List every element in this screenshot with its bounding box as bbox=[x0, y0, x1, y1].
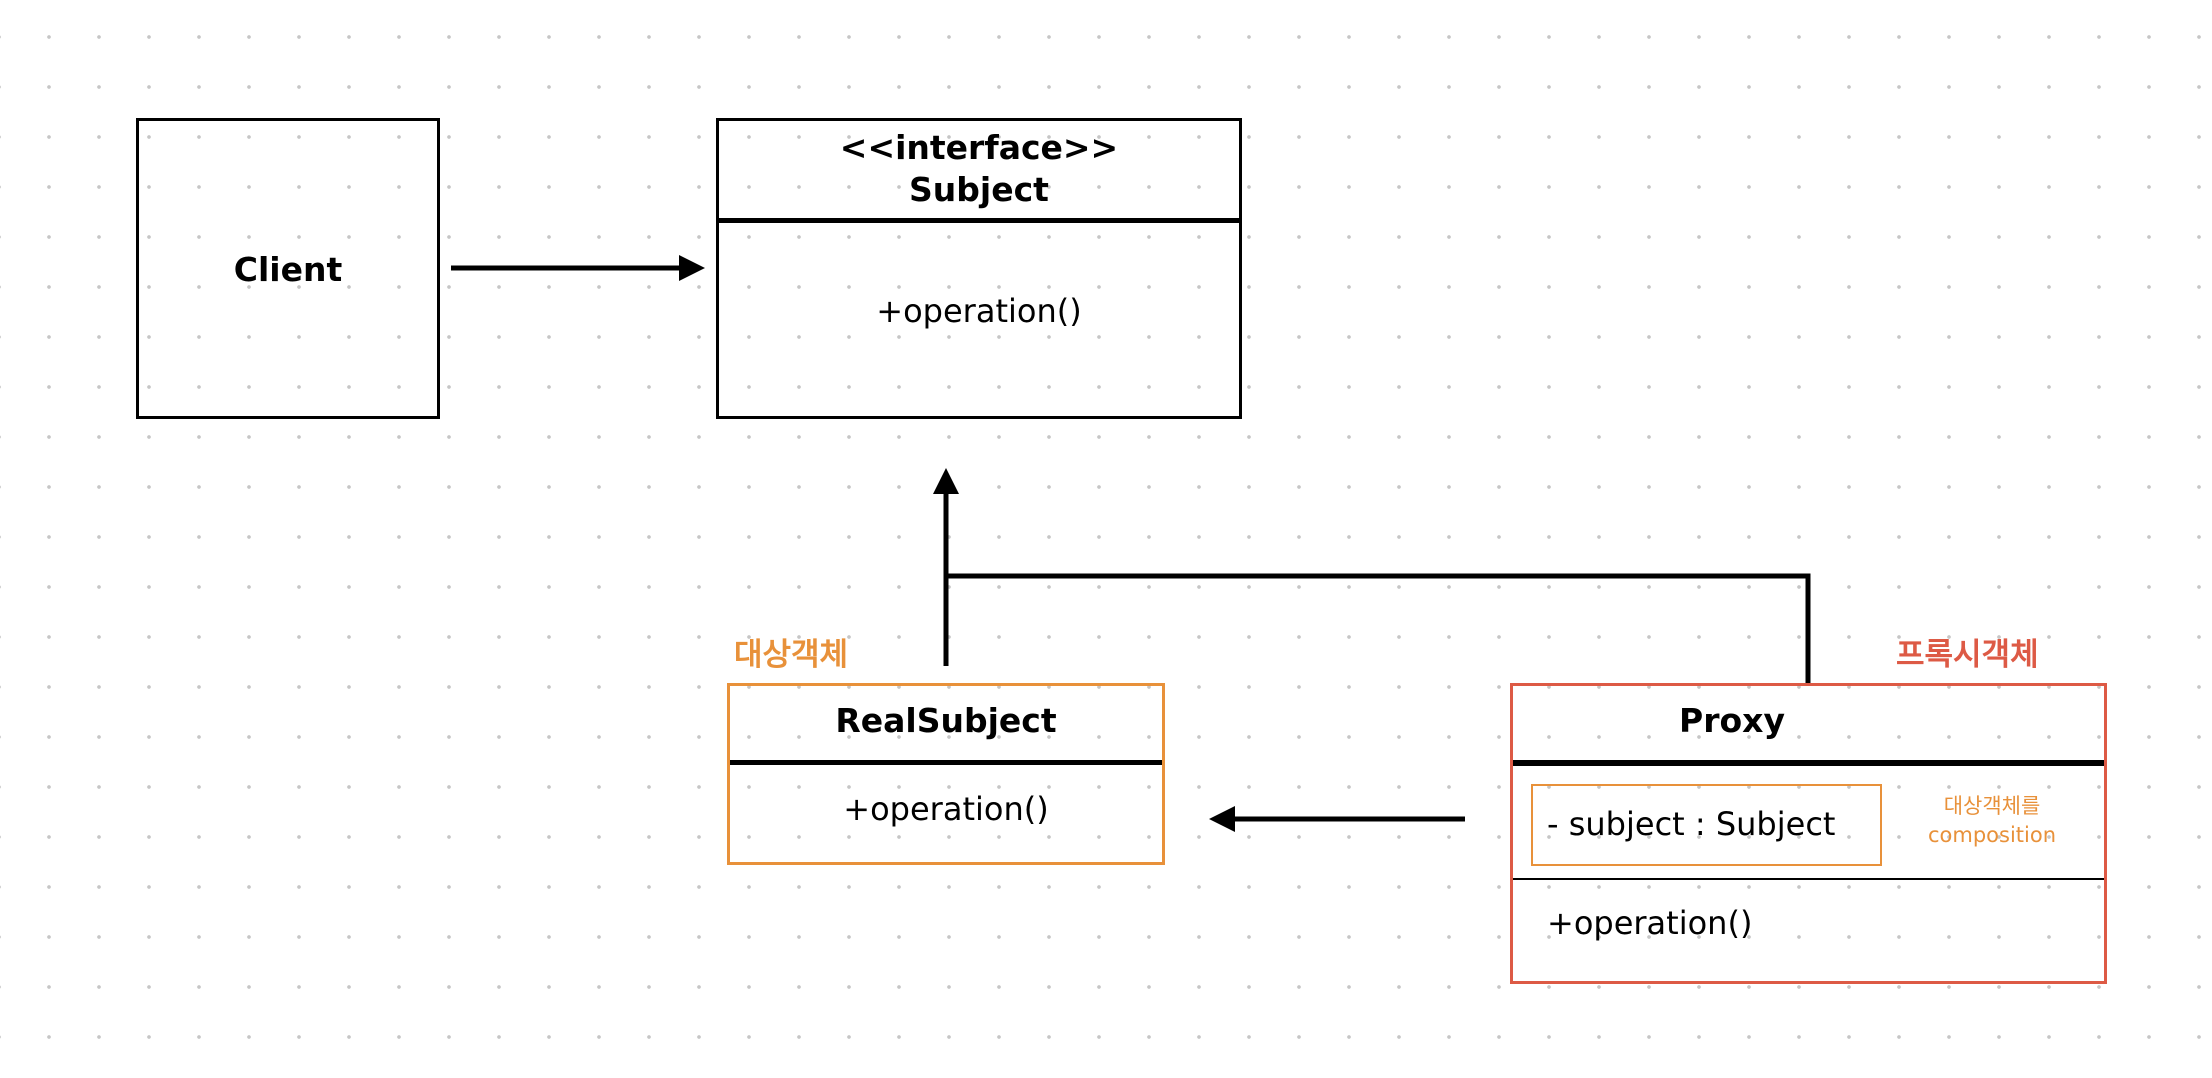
proxy-field-divider bbox=[1513, 878, 2104, 880]
subject-interface-box: <<interface>> Subject +operation() bbox=[716, 118, 1242, 419]
real-subject-divider bbox=[730, 760, 1162, 765]
proxy-field-note: 대상객체를 composition bbox=[1905, 792, 2079, 850]
subject-stereotype: <<interface>> bbox=[839, 128, 1119, 167]
proxy-field-highlight: - subject : Subject bbox=[1531, 784, 1882, 866]
real-subject-method: +operation() bbox=[843, 790, 1049, 828]
proxy-class-box: Proxy - subject : Subject 대상객체를 composit… bbox=[1510, 683, 2107, 984]
proxy-field-note-line2: composition bbox=[1927, 823, 2057, 847]
proxy-tag: 프록시객체 bbox=[1896, 637, 2039, 673]
proxy-class-name: Proxy bbox=[1679, 701, 1785, 740]
real-subject-class-name: RealSubject bbox=[835, 701, 1057, 740]
real-subject-class-box: RealSubject +operation() bbox=[727, 683, 1165, 865]
proxy-method: +operation() bbox=[1547, 904, 1753, 942]
proxy-field-note-line1: 대상객체를 bbox=[1943, 794, 2041, 818]
client-class-name: Client bbox=[233, 250, 343, 289]
proxy-to-realsubject-arrow bbox=[1209, 806, 1465, 832]
realization-arrow bbox=[933, 468, 1811, 683]
subject-header: <<interface>> Subject bbox=[719, 127, 1239, 211]
subject-method: +operation() bbox=[876, 292, 1082, 330]
subject-divider bbox=[719, 218, 1239, 223]
client-class-box: Client bbox=[136, 118, 440, 419]
proxy-field: - subject : Subject bbox=[1547, 805, 1836, 843]
subject-class-name: Subject bbox=[909, 170, 1049, 209]
proxy-header-divider bbox=[1513, 760, 2104, 766]
real-subject-tag: 대상객체 bbox=[734, 637, 849, 673]
client-to-subject-arrow bbox=[451, 255, 705, 281]
